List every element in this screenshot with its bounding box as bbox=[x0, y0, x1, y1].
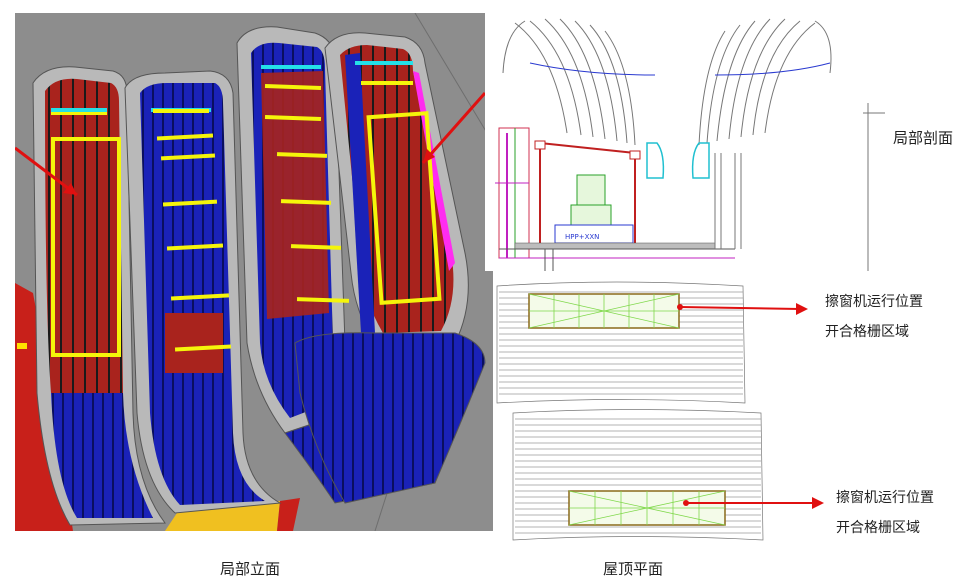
section-caption: 局部剖面 bbox=[893, 129, 954, 147]
red-pointer-arrows bbox=[15, 92, 487, 197]
annotation-arrow-1 bbox=[677, 303, 808, 315]
section-plate-text: HPP+XXN bbox=[565, 233, 599, 241]
tower-1 bbox=[32, 66, 166, 526]
tower-2 bbox=[124, 70, 282, 514]
annotation-2-line1: 擦窗机运行位置 bbox=[836, 490, 934, 506]
roof-plan-caption: 屋顶平面 bbox=[603, 560, 664, 578]
section-drawing: HPP+XXN bbox=[485, 13, 885, 271]
annotation-1-line2: 开合格栅区域 bbox=[825, 324, 909, 340]
elevation-caption: 局部立面 bbox=[220, 560, 281, 578]
tower-4 bbox=[294, 32, 486, 504]
annotation-arrow-2 bbox=[683, 497, 824, 509]
roof-plan-svg bbox=[493, 278, 773, 546]
roof-plan-drawing bbox=[493, 278, 773, 546]
grille-area-1 bbox=[528, 293, 680, 329]
grille-area-2 bbox=[568, 490, 726, 526]
annotation-2-line2: 开合格栅区域 bbox=[836, 520, 920, 536]
elevation-render-svg bbox=[15, 13, 493, 531]
elevation-render bbox=[15, 13, 493, 531]
section-drawing-svg: HPP+XXN bbox=[485, 13, 885, 271]
annotation-1-line1: 擦窗机运行位置 bbox=[825, 294, 923, 310]
